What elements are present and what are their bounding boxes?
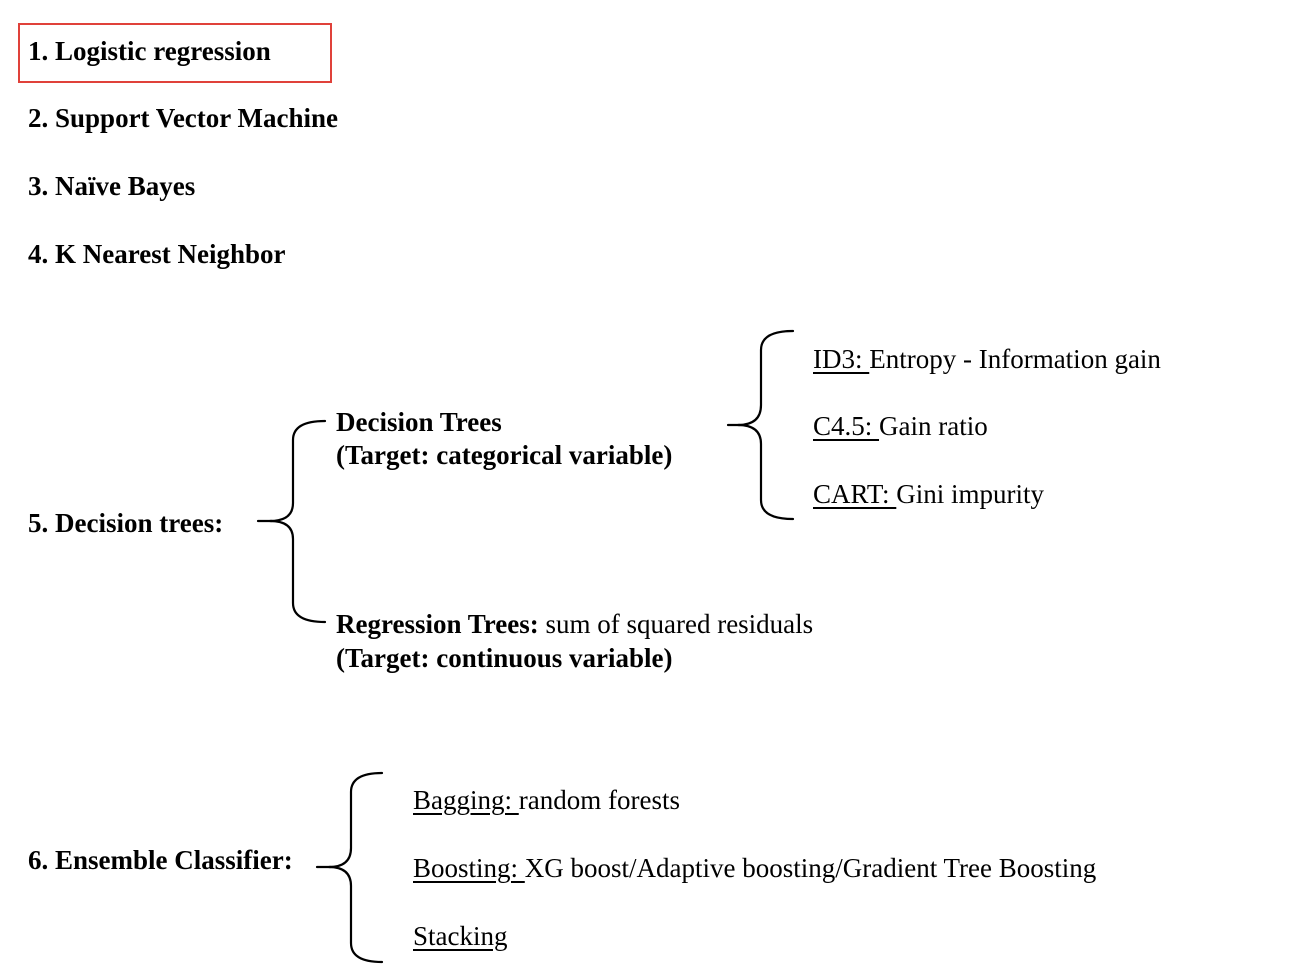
algorithm-name: ID3: — [813, 344, 870, 374]
regression-trees-title: Regression Trees: — [336, 609, 539, 639]
decision-trees-target: (Target: categorical variable) — [336, 440, 673, 470]
item-ensemble-classifier: 6. Ensemble Classifier: — [28, 845, 293, 875]
algorithm-criterion: Gain ratio — [879, 411, 988, 441]
ensemble-name: Stacking — [413, 921, 508, 951]
algorithm-name: C4.5: — [813, 411, 880, 441]
algorithm-c45: C4.5: Gain ratio — [813, 409, 988, 443]
regression-trees-criterion: sum of squared residuals — [538, 609, 814, 639]
decision-trees-brace — [268, 419, 327, 624]
ensemble-name: Boosting: — [413, 853, 525, 883]
ensemble-boosting: Boosting: XG boost/Adaptive boosting/Gra… — [413, 851, 1096, 885]
algorithms-brace — [736, 329, 795, 521]
algorithm-id3: ID3: Entropy - Information gain — [813, 342, 1161, 376]
regression-trees-target: (Target: continuous variable) — [336, 643, 673, 673]
algorithm-name: CART: — [813, 479, 897, 509]
algorithm-cart: CART: Gini impurity — [813, 477, 1044, 511]
algorithm-criterion: Entropy - Information gain — [869, 344, 1161, 374]
item-naive-bayes: 3. Naïve Bayes — [28, 171, 196, 201]
regression-trees: Regression Trees: sum of squared residua… — [336, 607, 813, 641]
highlight-box — [18, 23, 332, 83]
item-k-nearest-neighbor: 4. K Nearest Neighbor — [28, 239, 286, 269]
ensemble-stacking: Stacking — [413, 919, 508, 953]
ensemble-detail: random forests — [518, 785, 680, 815]
ensemble-detail: XG boost/Adaptive boosting/Gradient Tree… — [524, 853, 1097, 883]
ensemble-brace — [327, 771, 384, 964]
decision-trees-title: Decision Trees — [336, 407, 502, 437]
ensemble-name: Bagging: — [413, 785, 519, 815]
ensemble-bagging: Bagging: random forests — [413, 783, 680, 817]
item-decision-trees: 5. Decision trees: — [28, 508, 224, 538]
item-logistic-regression: 1. Logistic regression — [28, 36, 271, 66]
item-support-vector-machine: 2. Support Vector Machine — [28, 103, 339, 133]
algorithm-criterion: Gini impurity — [896, 479, 1045, 509]
